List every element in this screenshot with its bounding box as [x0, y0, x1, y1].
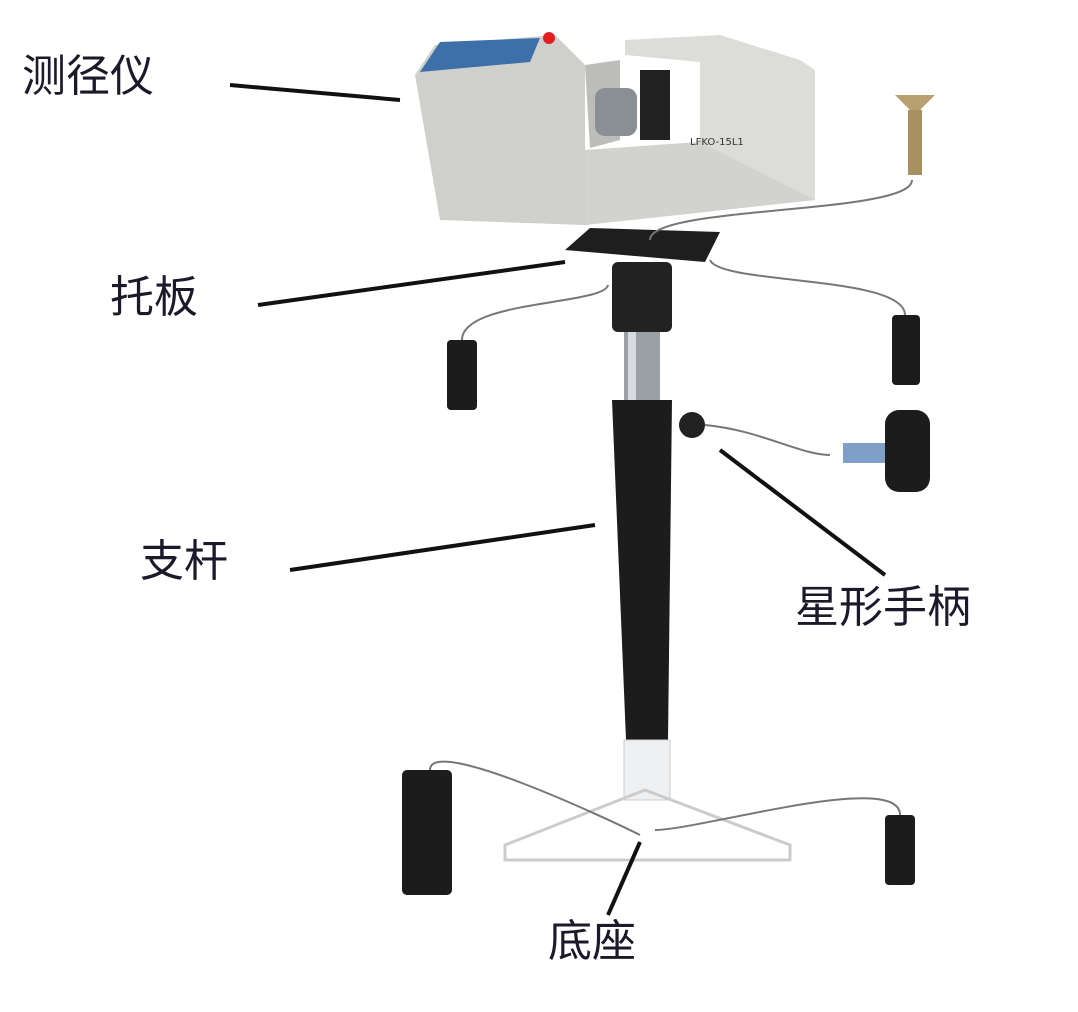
label-base: 底座 [548, 916, 636, 967]
svg-text:LFKO-15L1: LFKO-15L1 [690, 137, 744, 148]
support-assembly [503, 228, 792, 862]
leader-line-gauge [229, 83, 401, 102]
label-gauge: 测径仪 [22, 51, 154, 102]
connector-wires [429, 179, 913, 836]
label-plate: 托板 [110, 272, 198, 323]
leader-lines [229, 83, 887, 916]
diameter-gauge-device: LFKO-15L1 [415, 32, 815, 225]
leader-line-rod [289, 523, 596, 572]
label-knob: 星形手柄 [795, 582, 971, 633]
leader-line-plate [257, 260, 566, 307]
screws [402, 95, 935, 895]
label-rod: 支杆 [140, 536, 228, 587]
leader-line-base [606, 841, 642, 916]
leader-line-knob [718, 448, 887, 577]
